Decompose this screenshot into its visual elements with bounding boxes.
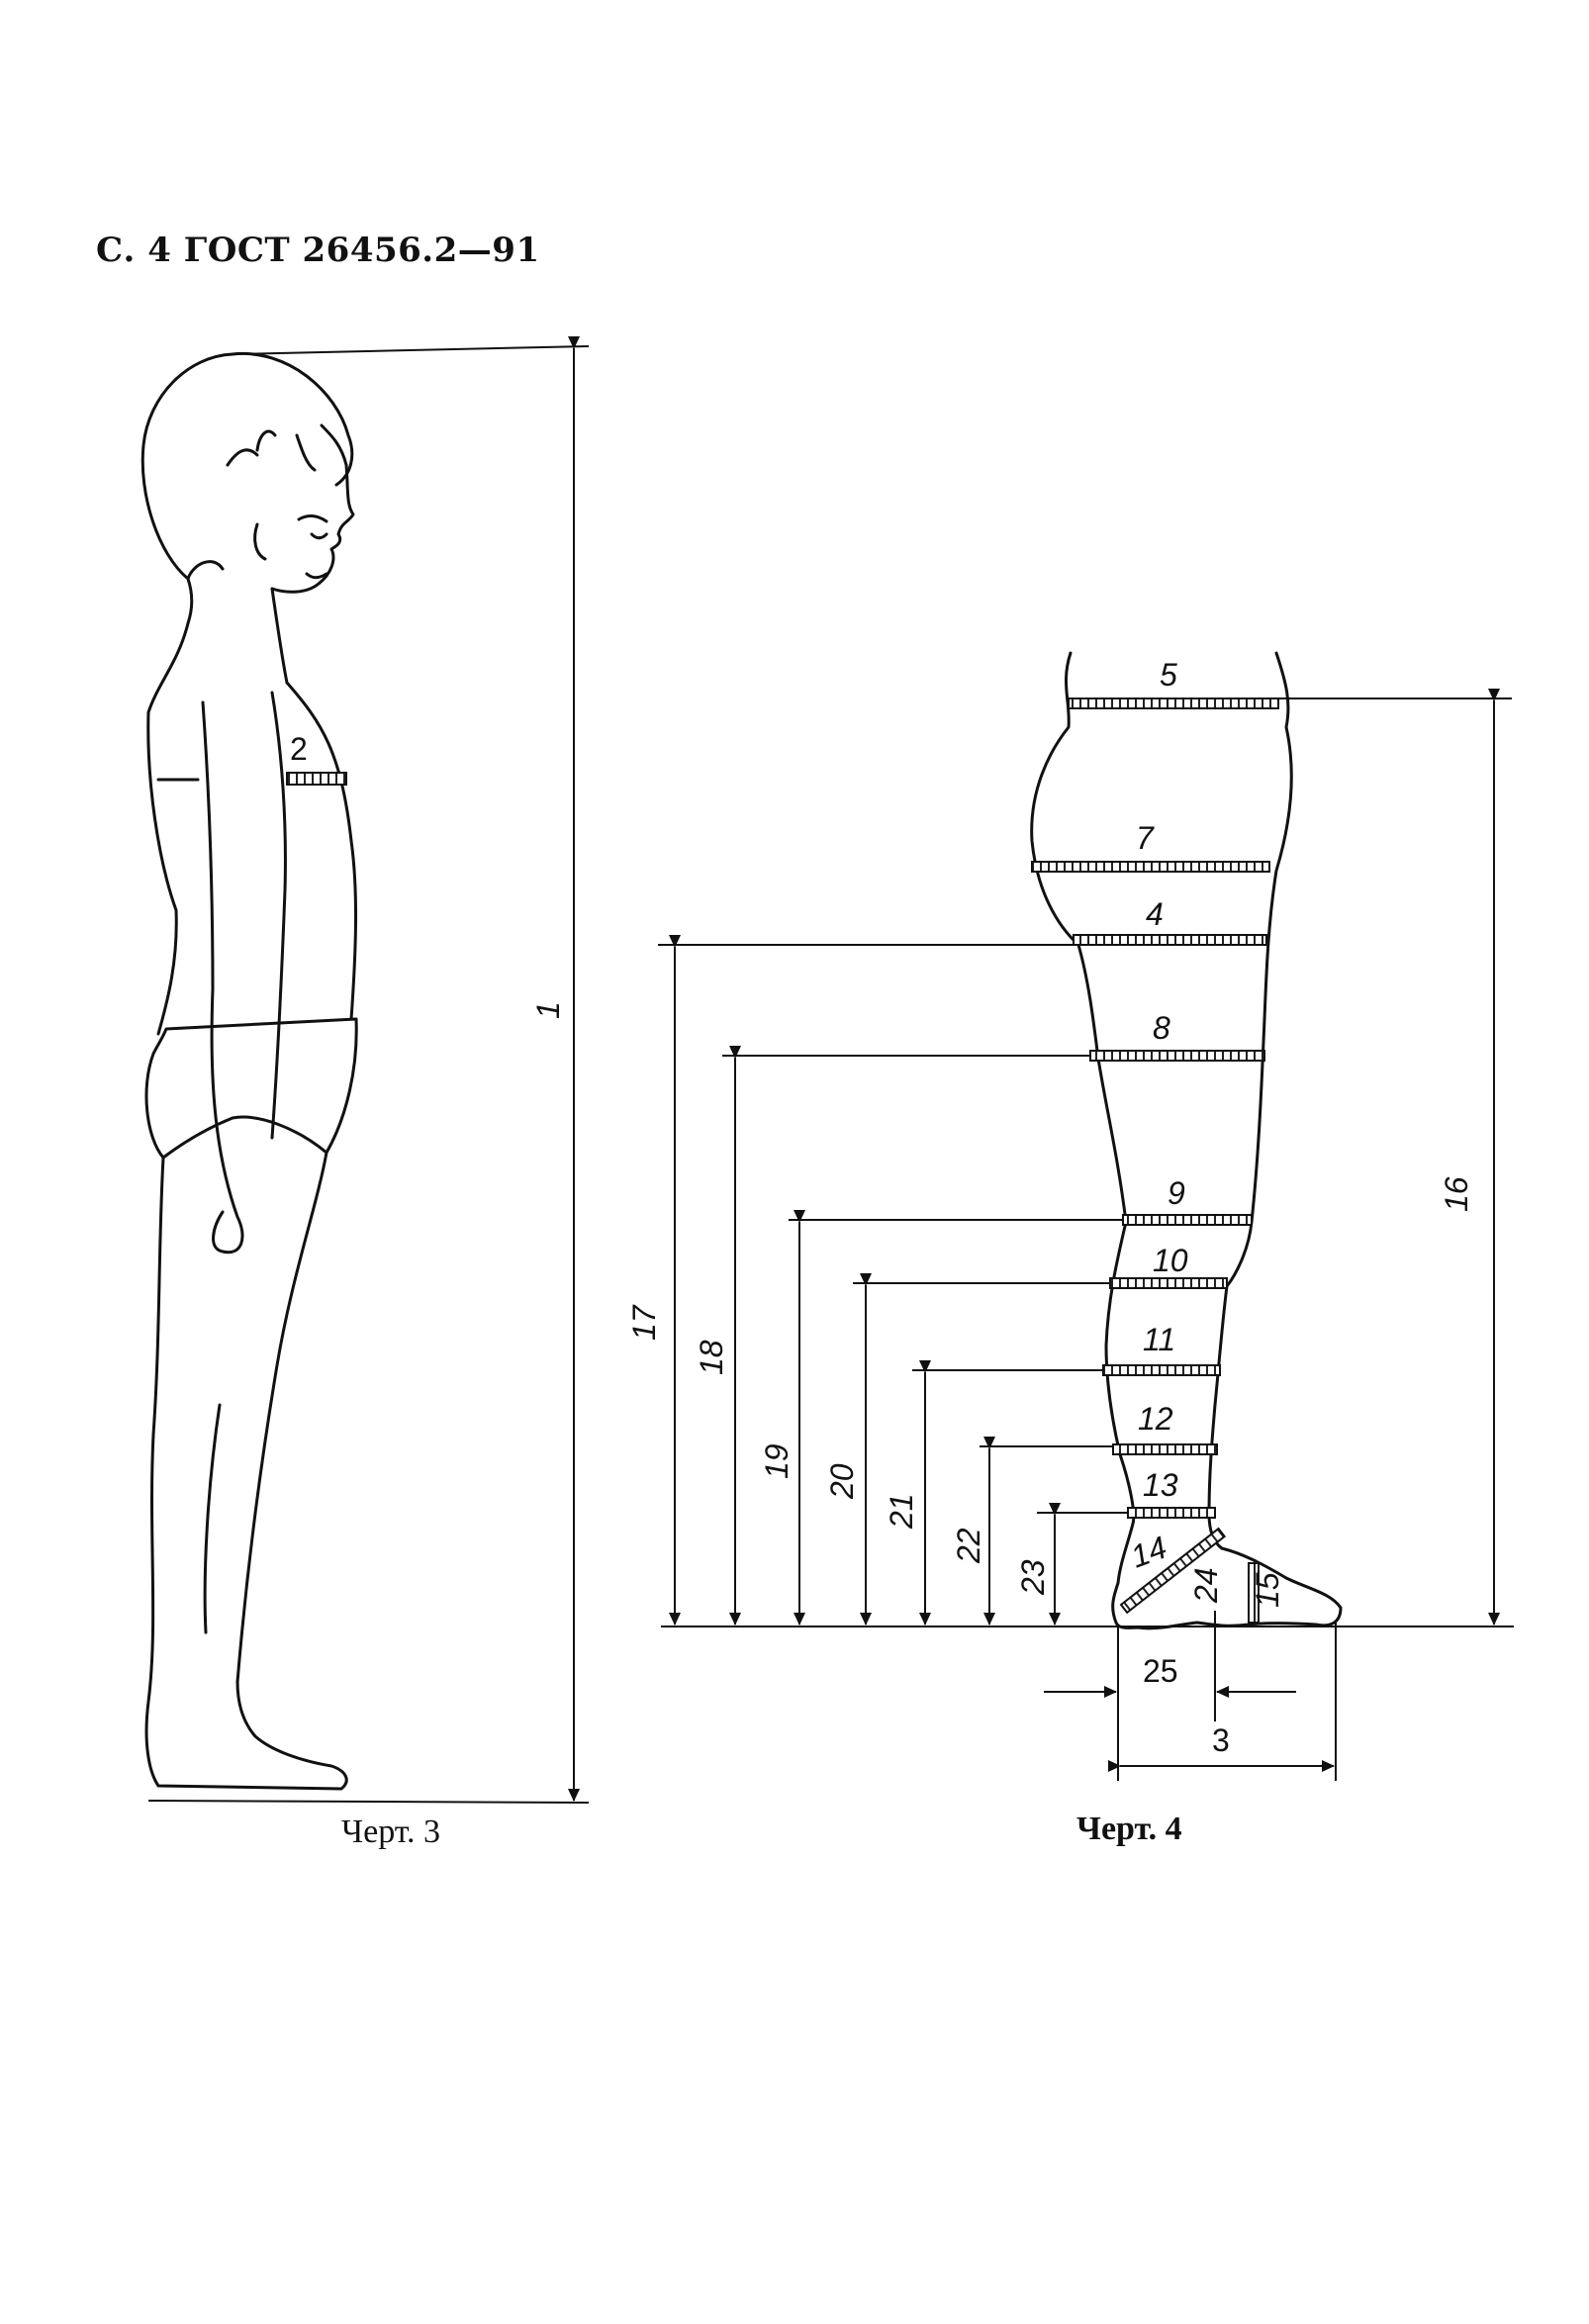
label-21: 21	[884, 1493, 919, 1530]
vertical-dimensions	[669, 689, 1500, 1712]
height-top-line	[232, 345, 590, 355]
label-1: 1	[530, 1001, 566, 1019]
label-11: 11	[1143, 1322, 1175, 1357]
label-18: 18	[694, 1340, 729, 1375]
label-14: 14	[1126, 1530, 1171, 1575]
tape-10	[1109, 1277, 1228, 1289]
child-figure	[140, 351, 358, 1791]
figure-3-caption: Черт. 3	[341, 1813, 441, 1850]
height-bottom-line	[147, 1800, 590, 1804]
label-20: 20	[824, 1463, 860, 1500]
reference-lines	[658, 697, 1512, 1514]
leg-figure	[1030, 651, 1343, 1630]
label-16: 16	[1439, 1176, 1474, 1212]
tape-5	[1068, 697, 1279, 709]
tape-15	[1248, 1562, 1260, 1624]
label-23: 23	[1015, 1559, 1051, 1596]
tape-4	[1073, 934, 1267, 946]
label-3: 3	[1212, 1722, 1230, 1758]
label-4: 4	[1146, 896, 1164, 932]
label-8: 8	[1153, 1010, 1170, 1046]
tape-13	[1127, 1507, 1216, 1519]
chest-tape	[286, 772, 347, 786]
label-19: 19	[759, 1443, 794, 1479]
label-12: 12	[1138, 1401, 1173, 1437]
label-17: 17	[626, 1304, 662, 1341]
tape-7	[1031, 861, 1270, 873]
label-9: 9	[1168, 1175, 1185, 1211]
page-header: С. 4 ГОСТ 26456.2—91	[96, 231, 540, 270]
tape-12	[1112, 1443, 1218, 1455]
label-13: 13	[1143, 1467, 1178, 1503]
label-24: 24	[1188, 1567, 1224, 1604]
label-7: 7	[1136, 820, 1155, 856]
label-2: 2	[290, 731, 308, 767]
label-5: 5	[1160, 657, 1177, 693]
figure-4-caption: Черт. 4	[1076, 1811, 1182, 1847]
tape-9	[1122, 1214, 1253, 1226]
tape-14	[1119, 1527, 1227, 1615]
horizontal-dimensions	[1044, 1623, 1337, 1781]
tape-11	[1102, 1364, 1221, 1376]
tape-8	[1089, 1050, 1265, 1062]
label-15: 15	[1250, 1572, 1285, 1608]
label-25: 25	[1143, 1653, 1178, 1689]
label-22: 22	[951, 1528, 986, 1564]
label-10: 10	[1153, 1243, 1188, 1278]
